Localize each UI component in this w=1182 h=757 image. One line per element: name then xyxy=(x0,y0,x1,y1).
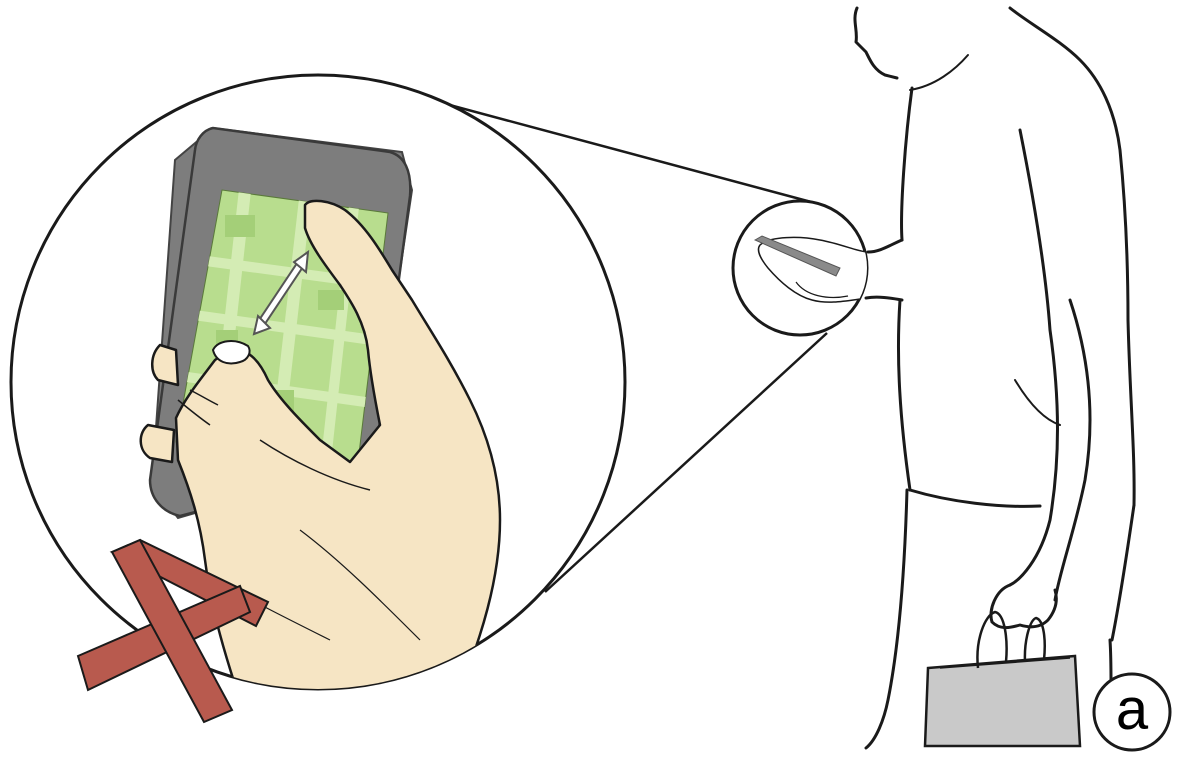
panel-label-ring xyxy=(1094,674,1170,750)
small-inset-circle xyxy=(733,201,868,335)
shopping-bag xyxy=(925,612,1080,746)
person-figure xyxy=(855,8,1134,748)
magnified-circle xyxy=(11,75,625,700)
